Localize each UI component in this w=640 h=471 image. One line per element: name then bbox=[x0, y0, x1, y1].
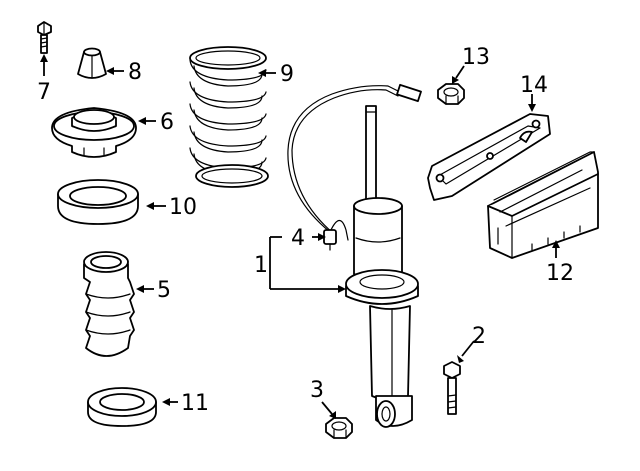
part-8-bump-cap bbox=[77, 47, 107, 79]
part-1-shock-absorber bbox=[287, 83, 422, 428]
callout-2: 2 bbox=[472, 324, 486, 349]
part-12-control-module bbox=[487, 151, 599, 259]
callout-5: 5 bbox=[157, 278, 171, 303]
leader-1 bbox=[269, 236, 346, 293]
part-5-dust-boot bbox=[83, 251, 135, 357]
callout-14: 14 bbox=[520, 73, 548, 98]
leader-11 bbox=[162, 398, 178, 406]
part-14-bracket bbox=[427, 113, 551, 201]
leader-4 bbox=[312, 233, 326, 241]
callout-4: 4 bbox=[291, 226, 305, 251]
callout-9: 9 bbox=[280, 62, 294, 87]
leader-6 bbox=[138, 117, 156, 125]
part-13-nut bbox=[437, 83, 465, 105]
callout-3: 3 bbox=[310, 378, 324, 403]
part-11-lower-isolator bbox=[87, 387, 157, 427]
leader-12 bbox=[552, 240, 560, 258]
callout-7: 7 bbox=[37, 80, 51, 105]
leader-9 bbox=[258, 69, 276, 77]
callout-8: 8 bbox=[128, 60, 142, 85]
leader-7 bbox=[40, 54, 48, 76]
callout-11: 11 bbox=[181, 391, 209, 416]
part-10-isolator bbox=[57, 179, 139, 225]
leader-5 bbox=[136, 285, 154, 293]
leader-8 bbox=[106, 67, 124, 75]
callout-10: 10 bbox=[169, 195, 197, 220]
leader-13 bbox=[452, 65, 465, 84]
leader-2 bbox=[457, 340, 475, 363]
part-6-upper-mount bbox=[51, 107, 137, 158]
part-3-nut bbox=[325, 417, 353, 439]
callout-12: 12 bbox=[546, 261, 574, 286]
leader-3 bbox=[321, 401, 336, 419]
part-9-coil-spring bbox=[189, 46, 269, 188]
part-2-bolt bbox=[443, 361, 461, 415]
callout-1: 1 bbox=[254, 253, 268, 278]
callout-6: 6 bbox=[160, 110, 174, 135]
leader-14 bbox=[528, 94, 536, 112]
leader-10 bbox=[146, 202, 166, 210]
part-7-screw bbox=[37, 21, 52, 54]
callout-13: 13 bbox=[462, 45, 490, 70]
